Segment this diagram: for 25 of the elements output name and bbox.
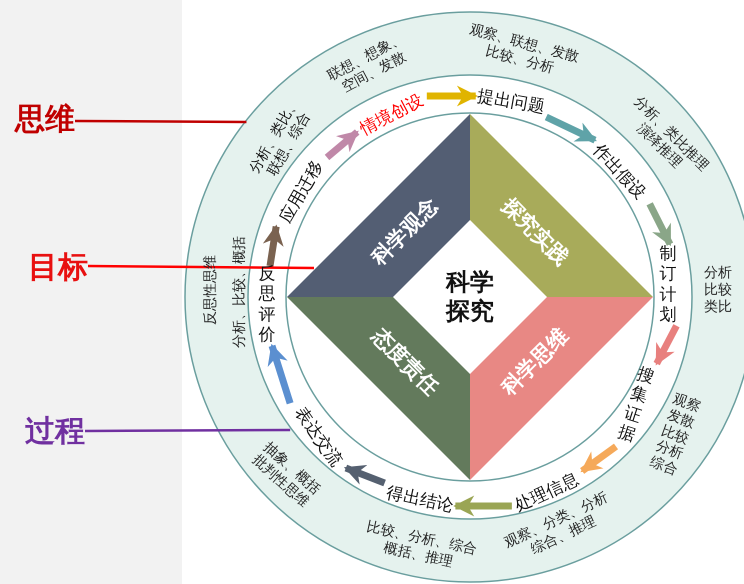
band-label: 探究实践 [496,193,574,271]
leader-line [85,428,290,432]
leader-line [75,120,246,124]
arrow [324,129,360,160]
arrow [654,324,680,366]
method-label: 分析、比较、概括 [232,236,248,348]
step-label: 提出问题 [476,86,546,118]
step-label: 反思评价 [258,264,276,346]
arrow [344,464,386,486]
band-label: 态度责任 [366,323,444,401]
method-label: 反思性思维 [202,255,220,325]
band-label: 科学观念 [366,193,444,271]
method-label: 分析比较类比 [704,264,732,316]
category-label: 过程 [25,414,85,450]
center-title: 科学探究 [446,268,494,326]
arrow [262,224,284,267]
method-label: 观察、联想、发散比较、分析 [467,21,580,79]
category-label: 思维 [15,102,75,138]
category-label: 目标 [28,250,88,286]
arrow [646,202,674,246]
leader-line [88,264,314,270]
step-label: 得出结论 [384,482,456,518]
step-label: 制订计划 [660,244,676,326]
band-label: 科学思维 [496,323,574,401]
method-label: 比较、分析、综合概括、推理 [364,518,478,572]
